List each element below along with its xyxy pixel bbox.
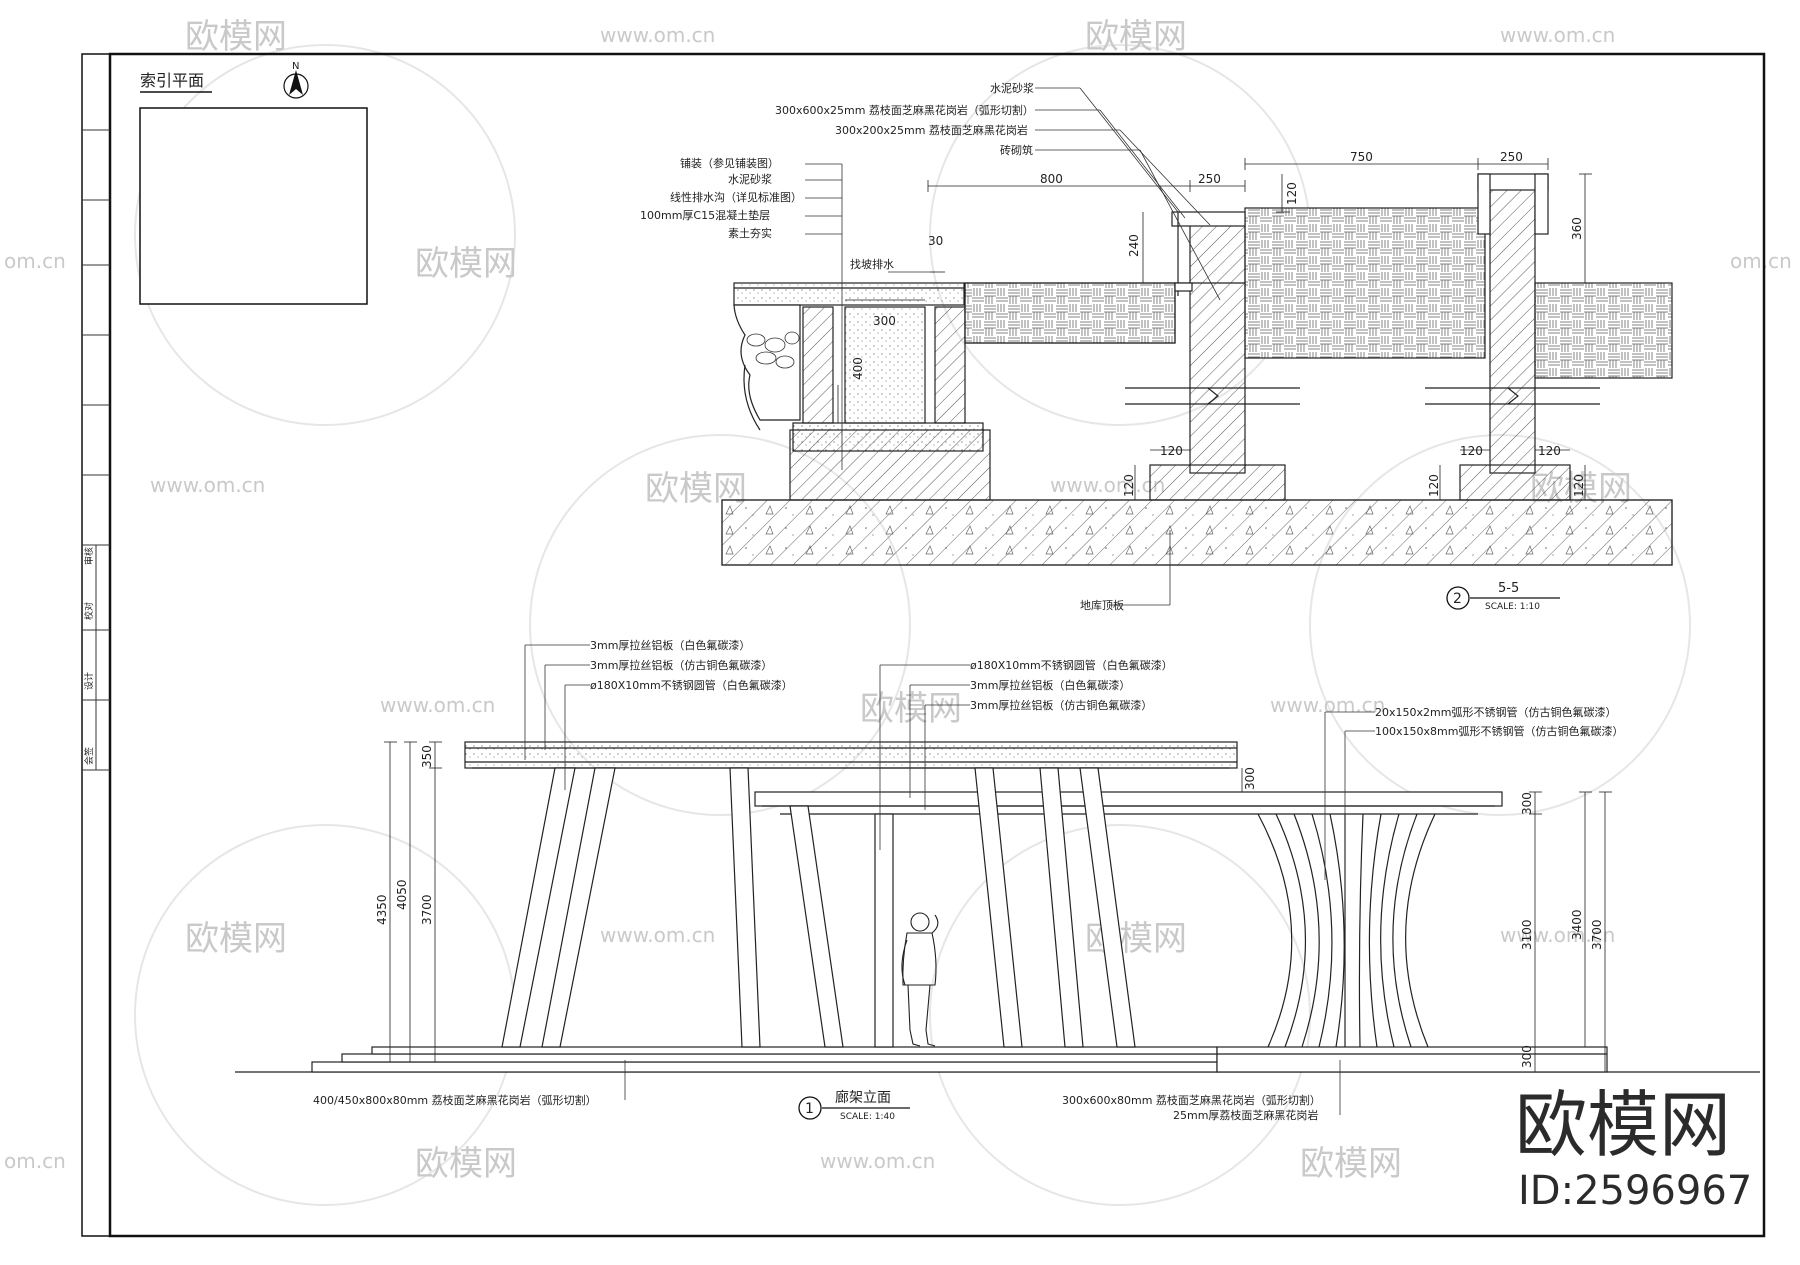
watermark-url: www.om.cn (150, 473, 265, 497)
watermark-url: om.cn (4, 249, 66, 273)
svg-text:300: 300 (1520, 792, 1534, 815)
index-plan: 索引平面 N (139, 61, 368, 305)
elevation-callout: 3mm厚拉丝铝板（白色氟碳漆） (970, 678, 1130, 692)
svg-text:300: 300 (1520, 1045, 1534, 1068)
elevation-dimension-labels: 4350 4050 3700 350 300 300 3100 3400 370… (375, 745, 1604, 1068)
elevation-dimensions (384, 741, 1612, 1073)
index-plan-box (139, 107, 368, 305)
watermark-url: om.cn (1730, 249, 1792, 273)
svg-text:360: 360 (1570, 217, 1584, 240)
watermark-text: 欧模网 (860, 689, 962, 729)
elevation-callout: 3mm厚拉丝铝板（仿古铜色氟碳漆） (970, 698, 1152, 712)
title-strip-cell: 会签 (83, 747, 95, 765)
section-callouts (805, 87, 1221, 606)
svg-text:240: 240 (1127, 234, 1141, 257)
watermark-url: www.om.cn (600, 23, 715, 47)
elevation-callout: 300x600x80mm 荔枝面芝麻黑花岗岩（弧形切割） (1062, 1093, 1321, 1107)
svg-text:750: 750 (1350, 150, 1373, 164)
watermark-text: 欧模网 (1085, 17, 1187, 57)
svg-text:30: 30 (928, 234, 943, 248)
title-strip-cell: 审核 (83, 547, 95, 565)
slope-note: 找坡排水 (850, 257, 894, 271)
elevation-title-block: 1 廊架立面 SCALE: 1:40 (798, 1089, 910, 1122)
elevation-callout: 100x150x8mm弧形不锈钢管（仿古铜色氟碳漆） (1375, 724, 1623, 738)
svg-text:SCALE: 1:10: SCALE: 1:10 (1485, 602, 1540, 612)
svg-text:ID:2596967: ID:2596967 (1518, 1168, 1752, 1214)
elevation-drawing (235, 741, 1760, 1073)
svg-text:3700: 3700 (420, 894, 434, 925)
north-arrow-icon: N (283, 61, 309, 99)
svg-text:2: 2 (1453, 591, 1462, 607)
watermark-text: 欧模网 (415, 244, 517, 284)
section-drawing (721, 173, 1673, 566)
svg-text:120: 120 (1160, 444, 1183, 458)
svg-text:400: 400 (851, 357, 865, 380)
elevation-callouts (524, 644, 1375, 1115)
svg-text:4350: 4350 (375, 894, 389, 925)
svg-text:3700: 3700 (1590, 919, 1604, 950)
svg-text:300: 300 (873, 314, 896, 328)
watermark-url: www.om.cn (380, 693, 495, 717)
svg-text:4050: 4050 (395, 879, 409, 910)
svg-text:350: 350 (420, 745, 434, 768)
section-callout: 铺装（参见铺装图） (680, 156, 779, 170)
elevation-callout: 3mm厚拉丝铝板（白色氟碳漆） (590, 638, 750, 652)
svg-text:120: 120 (1460, 444, 1483, 458)
svg-text:120: 120 (1538, 444, 1561, 458)
index-plan-title: 索引平面 (140, 71, 204, 90)
person-figure (901, 912, 939, 1047)
watermark-url: www.om.cn (1500, 923, 1615, 947)
svg-text:120: 120 (1427, 474, 1441, 497)
watermark-text: 欧模网 (415, 1144, 517, 1184)
section-callout: 水泥砂浆 (990, 81, 1034, 95)
section-callout: 线性排水沟（详见标准图） (670, 190, 802, 204)
watermark-url: www.om.cn (820, 1149, 935, 1173)
watermark-text: 欧模网 (185, 919, 287, 959)
section-dimension-labels: 800 250 750 250 120 240 360 30 300 400 1… (851, 150, 1586, 497)
svg-text:3400: 3400 (1570, 909, 1584, 940)
title-strip-cell: 设计 (83, 672, 95, 690)
section-dimensions (837, 158, 1592, 500)
svg-text:300: 300 (1243, 767, 1257, 790)
elevation-callout: 400/450x800x80mm 荔枝面芝麻黑花岗岩（弧形切割） (313, 1093, 597, 1107)
elevation-callout: 3mm厚拉丝铝板（仿古铜色氟碳漆） (590, 658, 772, 672)
elevation-callout: ø180X10mm不锈钢圆管（白色氟碳漆） (970, 658, 1173, 672)
title-strip (82, 129, 110, 771)
svg-text:800: 800 (1040, 172, 1063, 186)
section-title-block: 2 5-5 SCALE: 1:10 (1446, 581, 1560, 612)
svg-text:1: 1 (805, 1101, 814, 1117)
elevation-callout: 20x150x2mm弧形不锈钢管（仿古铜色氟碳漆） (1375, 705, 1616, 719)
roof-note: 地库顶板 (1080, 598, 1124, 612)
section-callout: 300x600x25mm 荔枝面芝麻黑花岗岩（弧形切割） (775, 103, 1034, 117)
svg-text:120: 120 (1285, 182, 1299, 205)
svg-text:SCALE: 1:40: SCALE: 1:40 (840, 1112, 895, 1122)
section-callout: 砖砌筑 (1000, 143, 1033, 157)
watermark-url: om.cn (4, 1149, 66, 1173)
svg-text:120: 120 (1122, 474, 1136, 497)
watermark-url: www.om.cn (1500, 23, 1615, 47)
brand-logo: 欧模网 ID:2596967 (1515, 1083, 1752, 1214)
watermark-text: 欧模网 (1300, 1144, 1402, 1184)
svg-text:3100: 3100 (1520, 919, 1534, 950)
watermark-url: www.om.cn (1050, 473, 1165, 497)
svg-text:5-5: 5-5 (1498, 581, 1519, 596)
section-callout: 水泥砂浆 (728, 172, 772, 186)
elevation-callout: 25mm厚荔枝面芝麻黑花岗岩 (1173, 1108, 1318, 1122)
svg-text:廊架立面: 廊架立面 (835, 1089, 891, 1106)
svg-text:欧模网: 欧模网 (1515, 1083, 1731, 1167)
title-strip-cell: 校对 (83, 602, 95, 620)
section-callout: 素土夯实 (728, 226, 772, 240)
svg-text:120: 120 (1572, 474, 1586, 497)
svg-text:N: N (292, 61, 299, 72)
watermark-url: www.om.cn (600, 923, 715, 947)
section-callout: 100mm厚C15混凝土垫层 (640, 208, 770, 222)
section-callout: 300x200x25mm 荔枝面芝麻黑花岗岩 (835, 123, 1028, 137)
elevation-callout: ø180X10mm不锈钢圆管（白色氟碳漆） (590, 678, 793, 692)
svg-text:250: 250 (1198, 172, 1221, 186)
watermark-text: 欧模网 (185, 17, 287, 57)
inner-frame (108, 52, 1766, 1238)
svg-text:250: 250 (1500, 150, 1523, 164)
watermark-url: www.om.cn (1270, 693, 1385, 717)
